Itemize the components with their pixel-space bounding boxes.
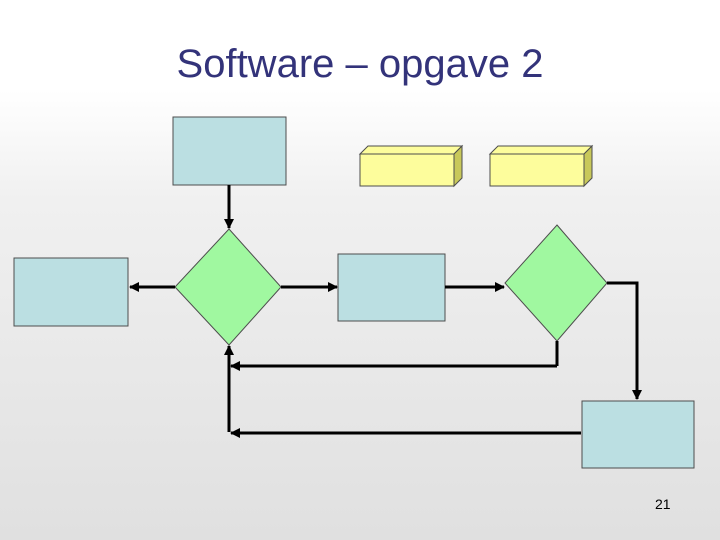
right-decision bbox=[504, 224, 608, 342]
left-decision bbox=[174, 228, 282, 346]
arrow-right-decision-to-bottom-box bbox=[607, 281, 642, 400]
data-block-1 bbox=[358, 144, 464, 188]
page-number: 21 bbox=[655, 496, 671, 512]
data-block-2 bbox=[488, 144, 594, 188]
top-box bbox=[172, 116, 287, 186]
middle-box bbox=[337, 253, 446, 322]
slide-title: Software – opgave 2 bbox=[176, 42, 544, 86]
left-box bbox=[13, 257, 129, 327]
bottom-right-box bbox=[581, 400, 695, 469]
